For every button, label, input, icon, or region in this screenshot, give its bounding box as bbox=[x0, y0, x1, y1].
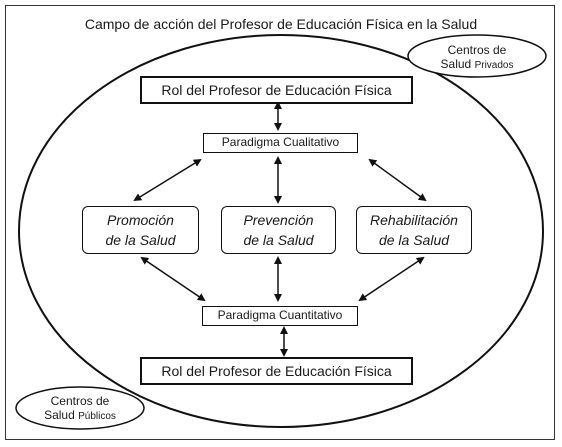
private-centers-line2: Salud Privados bbox=[418, 57, 536, 73]
prevencion-box: Prevención de la Salud bbox=[221, 206, 336, 254]
bottom-role-box: Rol del Profesor de Educación Física bbox=[140, 357, 413, 385]
qualitative-paradigm-box: Paradigma Cualitativo bbox=[203, 133, 358, 153]
arrow-promocion-to-quantitative bbox=[140, 256, 206, 302]
rehabilitacion-line2: de la Salud bbox=[378, 232, 450, 248]
public-centers-ellipse bbox=[15, 386, 145, 430]
public-centers-line2: Salud Públicos bbox=[22, 408, 138, 424]
promocion-box: Promoción de la Salud bbox=[82, 206, 199, 254]
public-centers-line1: Centros de bbox=[50, 394, 110, 408]
quantitative-paradigm-box: Paradigma Cuantitativo bbox=[202, 306, 358, 326]
prevencion-line1: Prevención bbox=[243, 212, 314, 228]
top-role-box: Rol del Profesor de Educación Física bbox=[140, 76, 413, 104]
arrow-rehabilitacion-to-quantitative bbox=[358, 256, 425, 302]
arrow-qualitative-to-promocion bbox=[133, 158, 202, 202]
promocion-line2: de la Salud bbox=[105, 232, 176, 248]
private-centers-line2-main: Salud bbox=[440, 57, 475, 71]
rehabilitacion-box: Rehabilitación de la Salud bbox=[356, 206, 472, 254]
private-centers-ellipse bbox=[407, 34, 547, 78]
private-centers-label: Centros de Salud Privados bbox=[418, 43, 536, 73]
private-centers-line2-small: Privados bbox=[474, 60, 514, 71]
private-centers-line1: Centros de bbox=[447, 43, 507, 57]
main-ellipse bbox=[18, 34, 544, 428]
public-centers-label: Centros de Salud Públicos bbox=[22, 394, 138, 424]
public-centers-line2-small: Públicos bbox=[78, 411, 116, 422]
diagram-title: Campo de acción del Profesor de Educació… bbox=[84, 16, 478, 32]
arrow-qualitative-to-rehabilitacion bbox=[368, 158, 427, 202]
prevencion-line2: de la Salud bbox=[243, 232, 314, 248]
public-centers-line2-main: Salud bbox=[44, 408, 79, 422]
promocion-line1: Promoción bbox=[107, 212, 174, 228]
rehabilitacion-line1: Rehabilitación bbox=[370, 212, 458, 228]
outer-frame bbox=[5, 5, 555, 440]
